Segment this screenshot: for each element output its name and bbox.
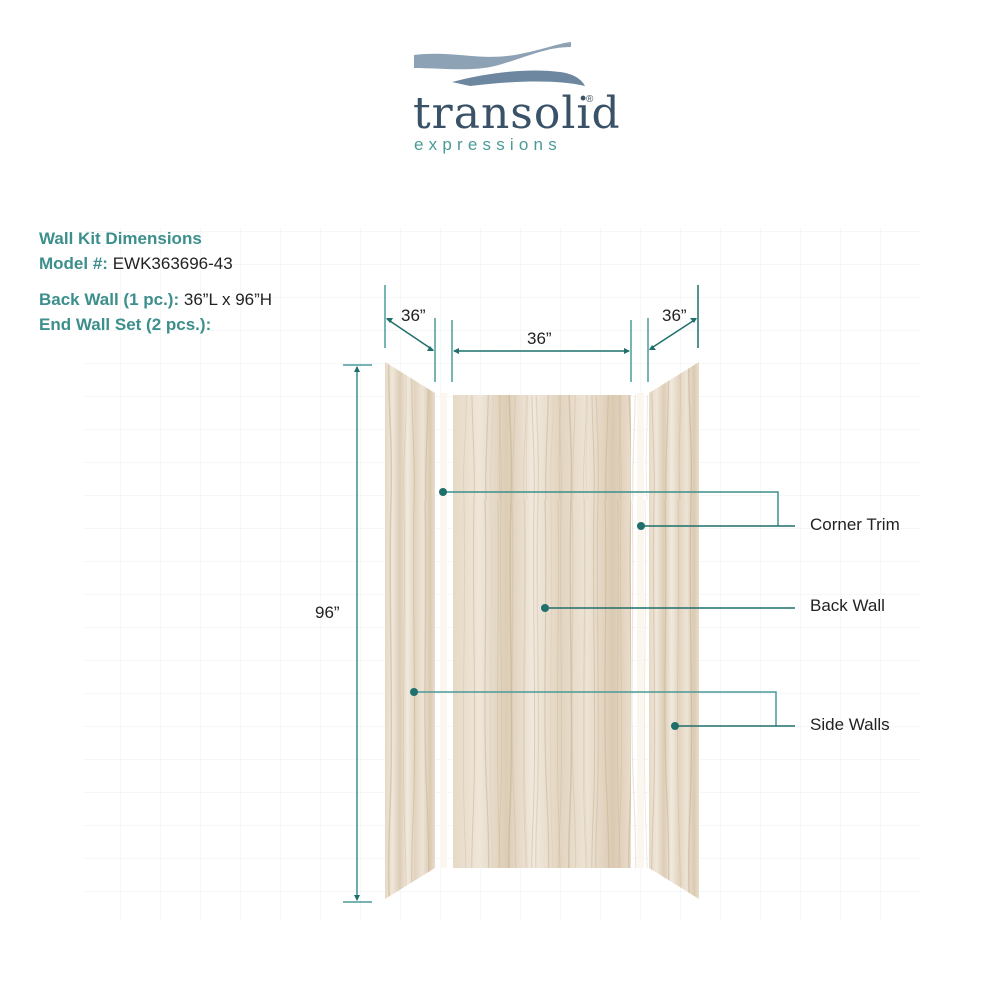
side-wall-dot-right	[671, 722, 679, 730]
spec-title: Wall Kit Dimensions	[39, 230, 202, 247]
spec-title-text: Wall Kit Dimensions	[39, 229, 202, 248]
end-wall-label: End Wall Set (2 pcs.):	[39, 315, 212, 334]
back-wall-dot	[541, 604, 549, 612]
right-corner-trim	[637, 393, 644, 868]
spec-model: Model #: EWK363696-43	[39, 255, 233, 272]
logo-wave-icon	[414, 42, 585, 86]
right-side-width-label: 36”	[662, 306, 687, 325]
spec-end-wall: End Wall Set (2 pcs.):	[39, 316, 211, 333]
spec-back-wall: Back Wall (1 pc.): 36”L x 96”H	[39, 291, 272, 308]
right-side-wall	[649, 362, 699, 899]
left-corner-trim	[440, 393, 447, 868]
side-wall-dot-left	[410, 688, 418, 696]
corner-trim-dot-left	[439, 488, 447, 496]
left-side-wall	[385, 362, 435, 899]
back-wall	[453, 395, 658, 868]
callout-corner-trim-lines	[443, 491, 795, 527]
height-label: 96”	[315, 603, 340, 622]
registered-mark: ®	[586, 94, 594, 105]
callout-corner-trim: Corner Trim	[810, 515, 900, 534]
dimension-lines	[343, 285, 699, 903]
corner-trim-dot-right	[637, 522, 645, 530]
callout-back-wall: Back Wall	[810, 596, 885, 615]
callout-side-walls-lines	[414, 691, 795, 727]
back-wall-label: Back Wall (1 pc.):	[39, 290, 180, 309]
back-wall-value: 36”L x 96”H	[183, 290, 273, 309]
model-value: EWK363696-43	[112, 254, 233, 273]
brand-wordmark: transolid	[413, 88, 621, 139]
left-side-width-label: 36”	[401, 306, 426, 325]
callout-side-walls: Side Walls	[810, 715, 890, 734]
brand-tagline: expressions	[414, 135, 562, 154]
model-label: Model #:	[39, 254, 108, 273]
back-width-label: 36”	[527, 329, 552, 348]
